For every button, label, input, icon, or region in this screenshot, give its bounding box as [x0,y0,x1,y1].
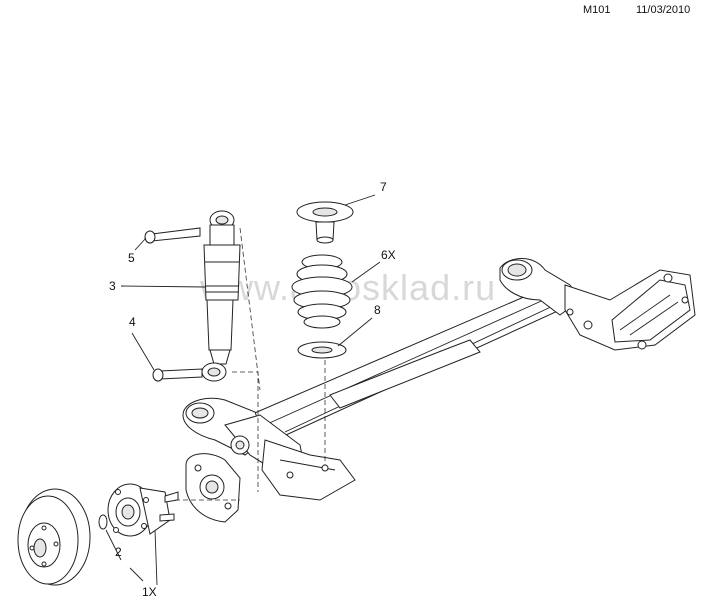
rear-axle-beam [182,258,696,501]
diagram-code: M101 [583,4,611,16]
hub-brake-assembly [17,453,241,586]
callout-8: 8 [374,303,381,317]
header: M101 11/03/2010 [0,4,701,20]
callout-2: 2 [115,545,122,559]
callout-6x: 6X [381,248,396,262]
callout-7: 7 [380,180,387,194]
shock-absorber [144,210,261,492]
callout-3: 3 [109,279,116,293]
diagram-date: 11/03/2010 [636,4,691,16]
leader-lines [105,194,381,586]
callouts: 7 6X 8 3 5 4 2 1X [109,180,396,599]
callout-4: 4 [129,315,136,329]
callout-1x: 1X [142,585,157,599]
coil-spring-assembly [291,201,354,465]
callout-5: 5 [128,251,135,265]
